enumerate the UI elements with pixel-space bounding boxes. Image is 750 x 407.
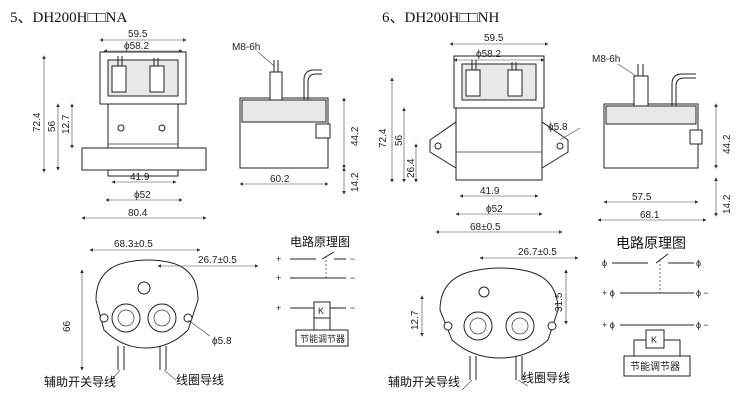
right-circuit: 电路原理图 ϕ + ϕ + ϕ ϕ ϕ − ϕ − K 节能调节器 (602, 236, 709, 377)
left-circuit-title: 电路原理图 (290, 234, 350, 249)
title-right: 6、DH200H□□NH (382, 10, 499, 26)
right-label-aux: 辅助开关导线 (388, 375, 460, 389)
right-circuit-k: K (651, 335, 657, 345)
left-top-view: 68.3±0.5 26.7±0.5 66 ϕ5.8 辅助开关导线 线圈导线 (44, 239, 259, 389)
dim-left-front-w-bottom: 80.4 (128, 208, 148, 219)
left-circuit: 电路原理图 + + + − − − K 节能调节器 (276, 234, 355, 347)
title-left: 5、DH200H□□NA (10, 10, 127, 26)
svg-text:ϕ: ϕ (602, 258, 607, 268)
svg-text:−: − (350, 273, 355, 283)
dim-right-front-h-body: 56 (394, 134, 405, 146)
dim-right-front-hole: ϕ5.8 (548, 122, 568, 133)
dim-right-side-h: 44.2 (722, 134, 733, 154)
dim-left-side-h: 44.2 (350, 126, 361, 146)
left-label-aux: 辅助开关导线 (44, 375, 116, 389)
dim-right-front-h-total: 72.4 (378, 128, 389, 148)
svg-text:+: + (276, 303, 281, 313)
dim-right-front-w-bottom: 68±0.5 (470, 222, 501, 233)
right-front-view: 59.5 ϕ58.2 72.4 56 26.4 ϕ5.8 41.9 ϕ52 68… (378, 33, 581, 234)
dim-right-front-d-top: ϕ58.2 (476, 49, 502, 60)
svg-text:+ ϕ: + ϕ (602, 288, 615, 298)
right-label-coil: 线圈导线 (522, 371, 570, 385)
dim-left-front-h-total: 72.4 (32, 112, 43, 132)
dim-left-front-h-body: 56 (47, 120, 58, 132)
right-side-thread: M8-6h (592, 54, 620, 65)
dim-left-side-h-base: 14.2 (350, 172, 361, 192)
dim-right-front-d-base: ϕ52 (486, 204, 503, 215)
left-side-thread: M8-6h (232, 42, 260, 53)
dim-right-side-h-base: 14.2 (722, 194, 733, 214)
dim-right-side-w-bottom: 68.1 (640, 210, 660, 221)
svg-text:ϕ: ϕ (696, 258, 701, 268)
svg-text:ϕ −: ϕ − (696, 288, 709, 298)
right-side-view: M8-6h 44.2 14.2 57.5 68.1 (592, 54, 733, 222)
left-circuit-box: 节能调节器 (300, 333, 345, 344)
dim-right-top-h: 31.5 (554, 292, 565, 312)
left-label-coil: 线圈导线 (176, 373, 224, 387)
right-circuit-title: 电路原理图 (616, 236, 686, 252)
left-side-view: M8-6h 44.2 14.2 60.2 (232, 42, 361, 195)
dim-left-top-hole: ϕ5.8 (212, 336, 232, 347)
dim-left-front-d-base: ϕ52 (134, 190, 151, 201)
dim-right-top-h2: 12.7 (410, 310, 421, 330)
svg-text:+: + (276, 254, 281, 264)
dim-right-side-w: 57.5 (632, 192, 652, 203)
dim-right-front-w-base: 41.9 (480, 186, 500, 197)
svg-text:+: + (276, 273, 281, 283)
right-top-view: 26.7±0.5 31.5 12.7 辅助开关导线 线圈导线 (388, 247, 579, 391)
left-circuit-k: K (318, 306, 324, 316)
svg-text:−: − (350, 303, 355, 313)
svg-text:ϕ −: ϕ − (696, 320, 709, 330)
dim-left-side-w: 60.2 (270, 174, 290, 185)
dim-left-front-h-inner: 12.7 (61, 114, 72, 134)
dim-left-top-w: 68.3±0.5 (114, 239, 153, 250)
dim-left-front-w-top: 59.5 (128, 29, 148, 40)
svg-text:−: − (350, 254, 355, 264)
dim-left-front-d-top: ϕ58.2 (124, 41, 150, 52)
svg-text:+ ϕ: + ϕ (602, 320, 615, 330)
left-front-view: 59.5 ϕ58.2 72.4 56 12.7 41.9 ϕ52 80.4 (32, 29, 207, 220)
dim-right-front-h-inner: 26.4 (406, 158, 417, 178)
dim-right-front-w-top: 59.5 (484, 33, 504, 44)
dim-right-top-w2: 26.7±0.5 (518, 247, 557, 258)
dim-left-front-w-base: 41.9 (130, 172, 150, 183)
dim-left-top-h: 66 (62, 320, 73, 332)
dim-left-top-w2: 26.7±0.5 (198, 255, 237, 266)
right-circuit-box: 节能调节器 (630, 360, 680, 373)
